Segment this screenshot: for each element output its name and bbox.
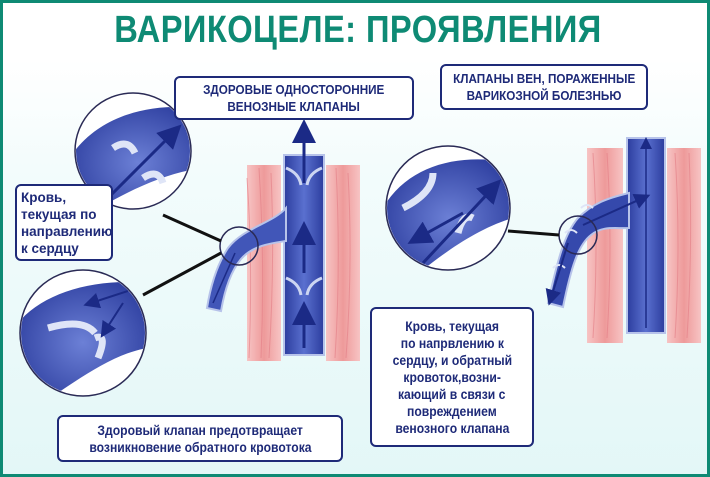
forward-flow-line-3: направлению (21, 223, 113, 239)
forward-flow-line-4: к сердцу (21, 240, 79, 256)
magnifier-healthy-closed (19, 269, 147, 397)
healthy-valves-header: ЗДОРОВЫЕ ОДНОСТОРОННИЕ ВЕНОЗНЫЕ КЛАПАНЫ (174, 76, 414, 120)
healthy-header-line-2: ВЕНОЗНЫЕ КЛАПАНЫ (227, 99, 361, 114)
varicose-flow-line-6: повреждением (407, 403, 497, 419)
varicose-flow-line-2: по напрвлению к (400, 335, 504, 351)
varicose-vein-group (507, 137, 701, 343)
muscle-left (247, 165, 281, 361)
varicocele-illustration (19, 92, 701, 397)
healthy-header-line-1: ЗДОРОВЫЕ ОДНОСТОРОННИЕ (203, 82, 385, 97)
varicose-flow-line-5: кающий в связи с (398, 386, 506, 402)
page-title: ВАРИКОЦЕЛЕ: ПРОЯВЛЕНИЯ (114, 9, 602, 51)
healthy-valve-callout: Здоровый клапан предотвращает возникнове… (57, 415, 343, 462)
muscle-right (326, 165, 360, 361)
varicose-flow-line-7: венозного клапана (394, 420, 510, 436)
varicose-flow-line-3: сердцу, и обратный (392, 352, 512, 368)
healthy-vein-group (142, 119, 360, 361)
branch-vein (205, 205, 287, 313)
forward-flow-line-1: Кровь, (21, 189, 67, 205)
zoom-spot-healthy (219, 226, 259, 266)
varicose-flow-line-1: Кровь, текущая (405, 318, 499, 334)
varicose-flow-line-4: кровоток,возни- (403, 369, 501, 385)
varicose-valves-header: КЛАПАНЫ ВЕН, ПОРАЖЕННЫЕ ВАРИКОЗНОЙ БОЛЕЗ… (440, 64, 648, 110)
healthy-valve-line-2: возникновение обратного кровотока (88, 439, 312, 455)
varicose-header-line-2: ВАРИКОЗНОЙ БОЛЕЗНЬЮ (466, 88, 622, 103)
varicose-flow-callout: Кровь, текущая по напрвлению к сердцу, и… (370, 307, 534, 447)
magnifier-varicose (385, 145, 511, 271)
varicose-header-line-1: КЛАПАНЫ ВЕН, ПОРАЖЕННЫЕ (452, 71, 636, 86)
healthy-valve-line-1: Здоровый клапан предотвращает (97, 422, 303, 438)
forward-flow-line-2: текущая по (21, 206, 97, 222)
forward-flow-callout: Кровь, текущая по направлению к сердцу (15, 184, 113, 261)
